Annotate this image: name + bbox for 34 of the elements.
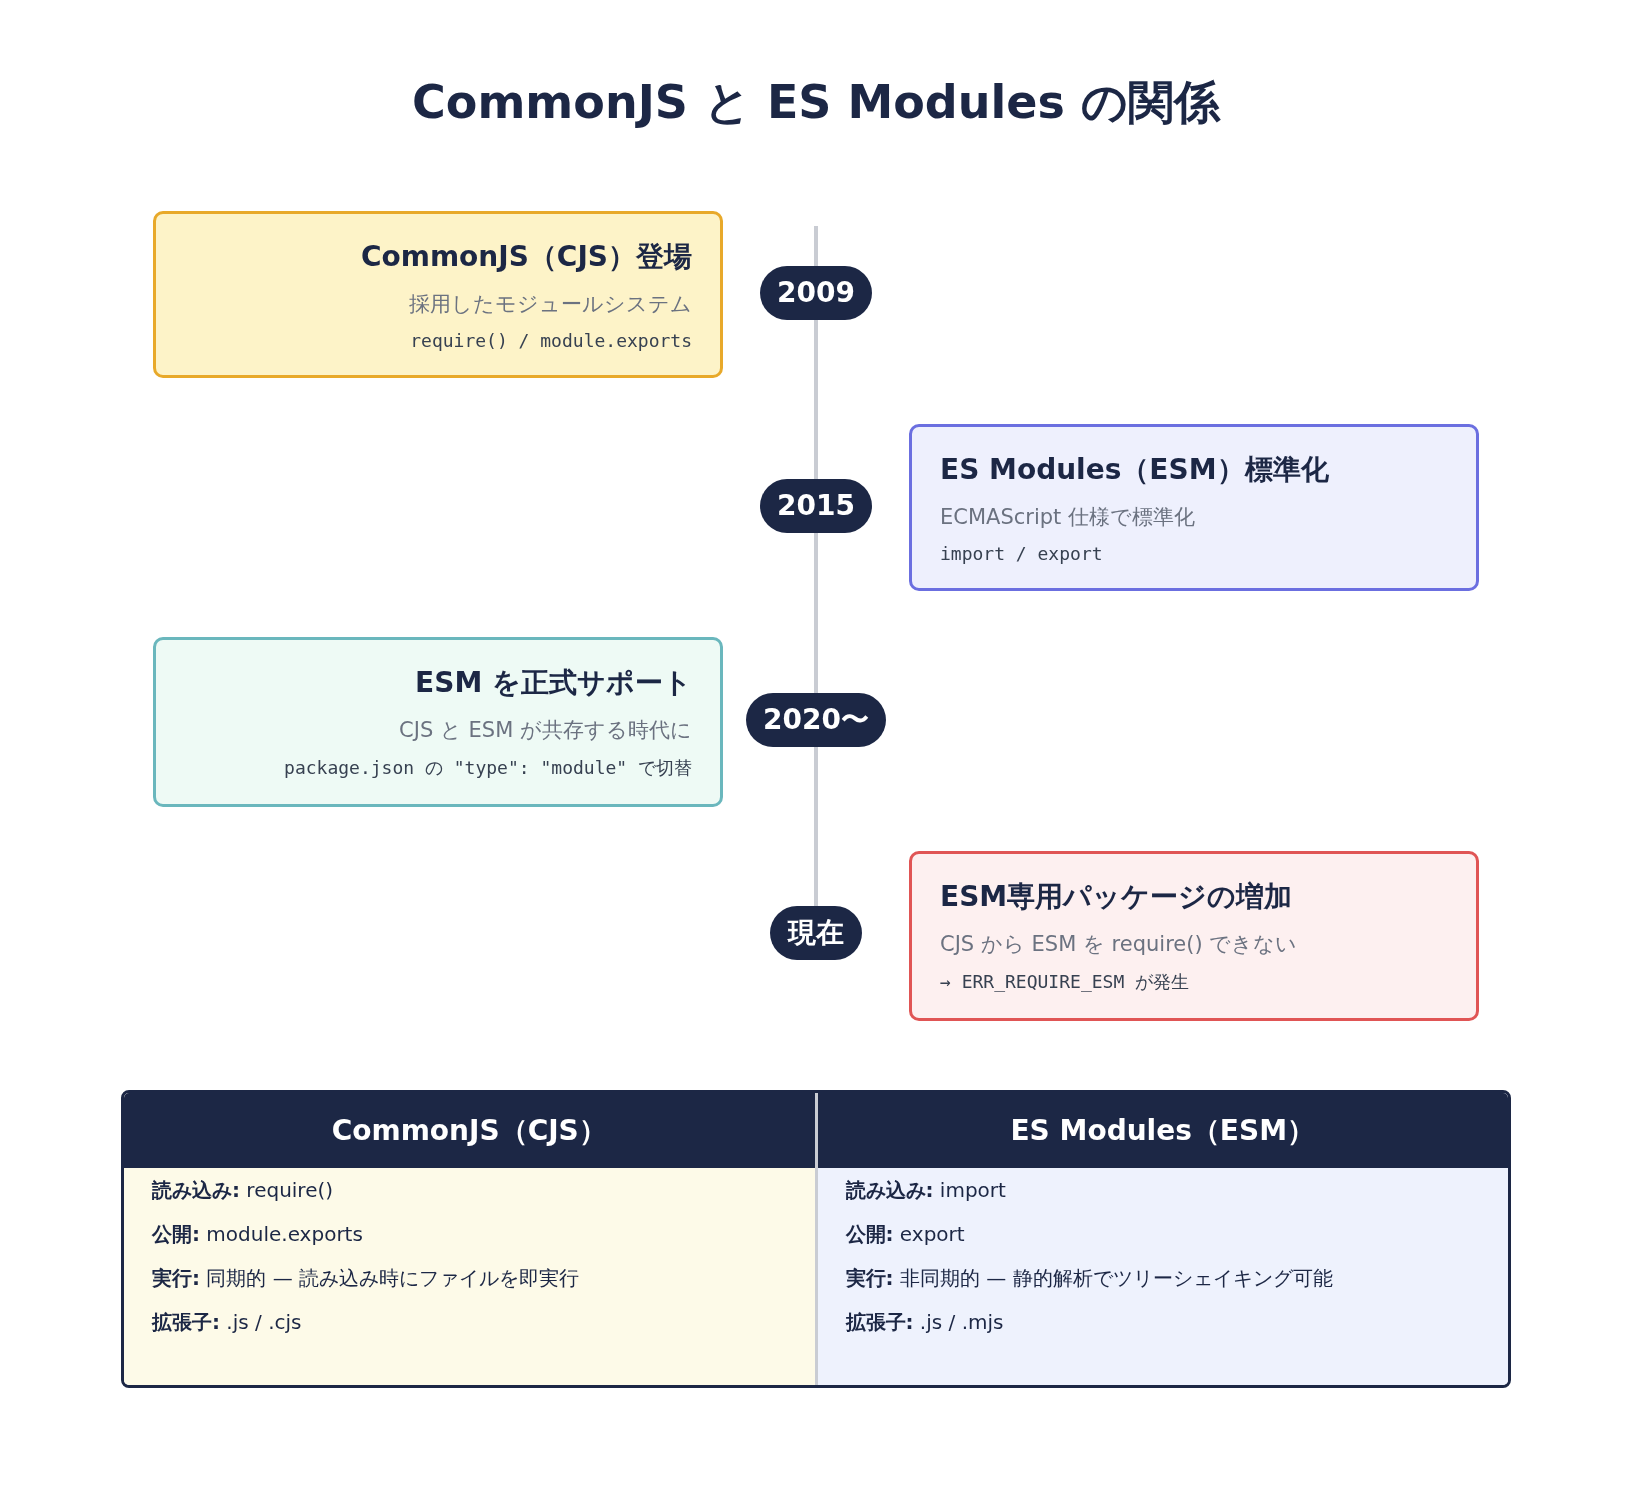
event-card [153, 637, 723, 807]
card-heading: ESM専用パッケージの増加 [940, 879, 1294, 915]
card-heading: ESM を正式サポート [414, 665, 692, 701]
card-description: CJS から ESM を require() できない [940, 931, 1299, 958]
card-description: 採用したモジュールシステム [408, 291, 692, 318]
code-text: require() / module.exports [409, 330, 692, 351]
property-text: 読み込み: require() [152, 1177, 335, 1204]
diagram-title: CommonJS と ES Modules の関係 [411, 74, 1222, 131]
event-card [909, 851, 1479, 1021]
card-description: ECMAScript 仕様で標準化 [940, 504, 1196, 531]
card-heading: ES Modules（ESM）標準化 [940, 452, 1330, 488]
code-text: → ERR_REQUIRE_ESM が発生 [940, 970, 1191, 994]
year-badge: 2009 [760, 266, 872, 320]
timeline-line [814, 320, 818, 479]
column-heading: CommonJS（CJS） [124, 1093, 815, 1168]
code-text: package.json の "type": "module" で切替 [283, 756, 692, 780]
year-badge: 2020〜 [746, 693, 886, 747]
timeline-line [814, 533, 818, 693]
card-heading: CommonJS（CJS）登場 [359, 239, 692, 275]
property-text: 公開: module.exports [152, 1221, 364, 1248]
column-heading: ES Modules（ESM） [817, 1093, 1508, 1168]
event-card [153, 211, 723, 378]
event-card [909, 424, 1479, 591]
property-text: 実行: 同期的 — 読み込み時にファイルを即実行 [152, 1265, 581, 1292]
property-text: 拡張子: .js / .mjs [845, 1309, 1005, 1336]
property-text: 実行: 非同期的 — 静的解析でツリーシェイキング可能 [845, 1265, 1334, 1292]
card-description: CJS と ESM が共存する時代に [398, 717, 692, 744]
property-text: 読み込み: import [845, 1177, 1007, 1204]
property-text: 公開: export [845, 1221, 966, 1248]
property-text: 拡張子: .js / .cjs [152, 1309, 303, 1336]
year-badge: 現在 [770, 906, 862, 960]
timeline-line [814, 747, 818, 906]
code-text: import / export [940, 543, 1104, 564]
year-badge: 2015 [760, 479, 872, 533]
